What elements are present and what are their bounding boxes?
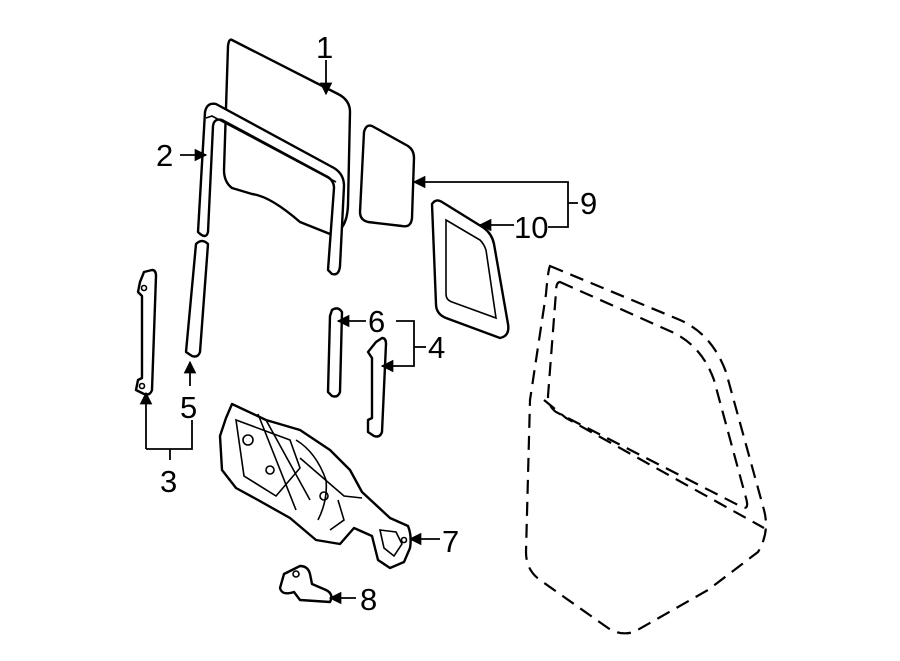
callout-8: 8 bbox=[360, 582, 377, 617]
leader-4-bracket bbox=[396, 320, 415, 367]
callout-7: 7 bbox=[442, 524, 459, 559]
run-channel-segment bbox=[184, 239, 210, 358]
leader-9-bracket bbox=[432, 181, 569, 228]
callout-10: 10 bbox=[514, 210, 548, 245]
door-glass bbox=[222, 38, 352, 236]
small-channel-piece bbox=[326, 307, 344, 398]
callout-3: 3 bbox=[160, 464, 177, 499]
window-regulator bbox=[218, 402, 412, 570]
callout-labels: 1 2 3 4 5 6 7 8 9 10 bbox=[156, 30, 597, 617]
door-outline bbox=[524, 264, 768, 635]
callout-5: 5 bbox=[180, 390, 197, 425]
division-channel bbox=[366, 336, 388, 438]
callout-4: 4 bbox=[428, 330, 445, 365]
glass-run-channel bbox=[196, 102, 346, 276]
callout-2: 2 bbox=[156, 138, 173, 173]
callout-9: 9 bbox=[580, 186, 597, 221]
rear-channel-bracket bbox=[134, 268, 158, 396]
stationary-glass-frame bbox=[430, 199, 510, 340]
callout-1: 1 bbox=[316, 30, 333, 65]
leader-3b bbox=[146, 420, 193, 450]
stationary-glass bbox=[358, 124, 416, 228]
callout-6: 6 bbox=[368, 304, 385, 339]
leader-lines bbox=[139, 60, 578, 605]
regulator-motor bbox=[278, 564, 333, 604]
